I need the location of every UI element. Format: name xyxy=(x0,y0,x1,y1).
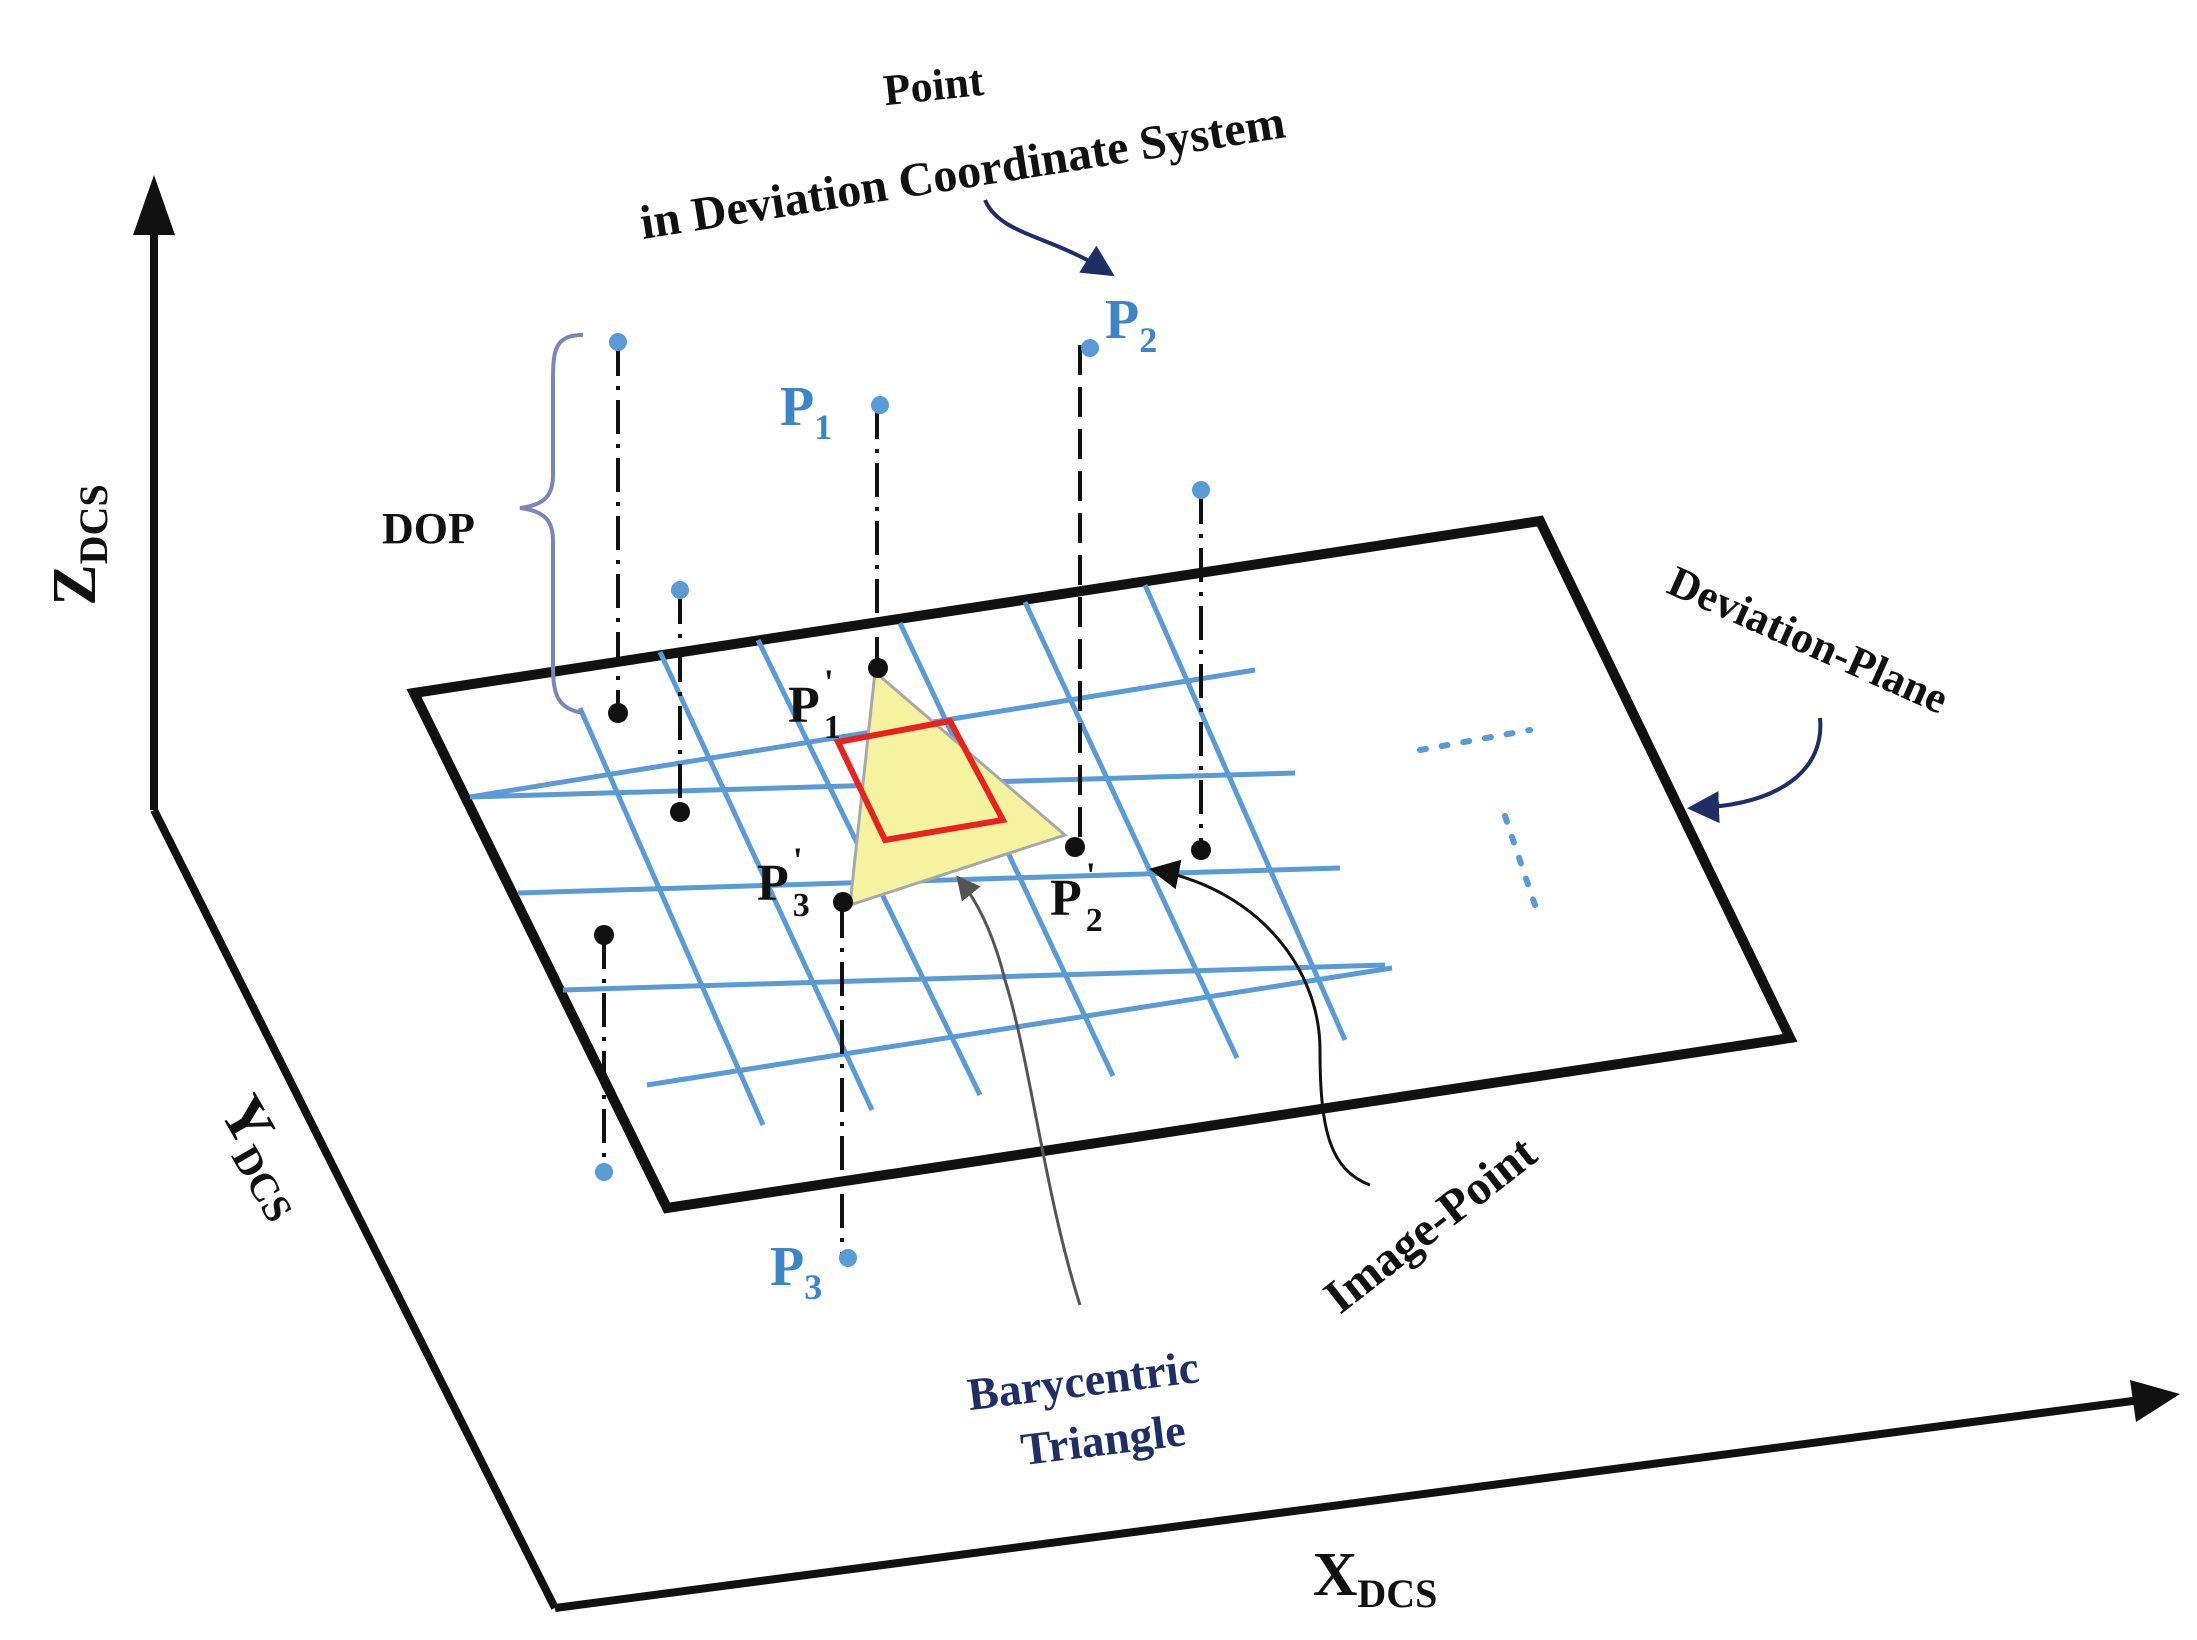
image-points xyxy=(594,658,1211,945)
title-line-1: Point xyxy=(881,56,986,115)
deviation-plane-label: Deviation-Plane xyxy=(1661,556,1956,723)
point-dcs xyxy=(609,333,627,351)
original-points xyxy=(595,333,1210,1267)
point-dcs xyxy=(595,1163,613,1181)
image-point-arrow xyxy=(1149,859,1371,1187)
svg-text:YDCS: YDCS xyxy=(201,1084,328,1230)
grid-line-v6 xyxy=(1142,583,1348,1042)
p2-prime-label: P'2 xyxy=(1050,855,1103,939)
image-point xyxy=(1191,840,1211,860)
grid-line-h5 xyxy=(646,965,1393,1088)
p1-label: P1 xyxy=(780,376,832,447)
barycentric-label-line-2: Triangle xyxy=(1018,1404,1188,1475)
image-point-p3-prime xyxy=(833,892,853,912)
p3-label: P3 xyxy=(770,1236,822,1307)
dop-label: DOP xyxy=(382,504,475,553)
x-axis-line xyxy=(554,1396,2141,1612)
y-axis-line xyxy=(150,808,559,1610)
deviation-plane-arrow xyxy=(1687,717,1823,824)
grid-line-h1 xyxy=(469,667,1256,800)
x-axis-label: XDCS xyxy=(1313,1541,1438,1616)
p2-label: P2 xyxy=(1105,289,1157,360)
grid-line-v1 xyxy=(577,706,766,1127)
axes xyxy=(133,175,2180,1612)
z-axis-arrowhead xyxy=(133,175,175,235)
ellipsis-horizontal xyxy=(1417,727,1533,753)
image-point-p1-prime xyxy=(868,658,888,678)
point-p3 xyxy=(839,1249,857,1267)
grid-line-v2 xyxy=(657,650,875,1112)
image-point-p2-prime xyxy=(1065,837,1085,857)
y-axis-label: YDCS xyxy=(201,1084,328,1230)
barycentric-arrow xyxy=(956,875,1082,1306)
image-point xyxy=(670,802,690,822)
x-axis-arrowhead xyxy=(2130,1380,2180,1422)
point-p2 xyxy=(1081,339,1099,357)
title-line-2: in Deviation Coordinate System xyxy=(636,96,1288,250)
ellipsis-vertical xyxy=(1502,813,1543,923)
p1-prime-label: P'1 xyxy=(788,662,841,746)
dop-brace xyxy=(519,333,584,715)
grid-cell-highlight xyxy=(833,717,1008,844)
p3-prime-label: P'3 xyxy=(757,840,810,924)
grid-line-v5 xyxy=(1022,600,1240,1060)
image-point-label: Image-Point xyxy=(1314,1126,1546,1324)
projection-lines xyxy=(602,342,1203,1255)
svg-text:ZDCS: ZDCS xyxy=(41,484,116,605)
z-axis-label: ZDCS xyxy=(41,484,116,605)
image-point xyxy=(594,925,614,945)
point-dcs xyxy=(671,581,689,599)
image-point xyxy=(608,703,628,723)
point-dcs xyxy=(1192,481,1210,499)
title-arrow xyxy=(983,199,1115,277)
point-p1 xyxy=(871,396,889,414)
deviation-plane xyxy=(406,515,1798,1214)
